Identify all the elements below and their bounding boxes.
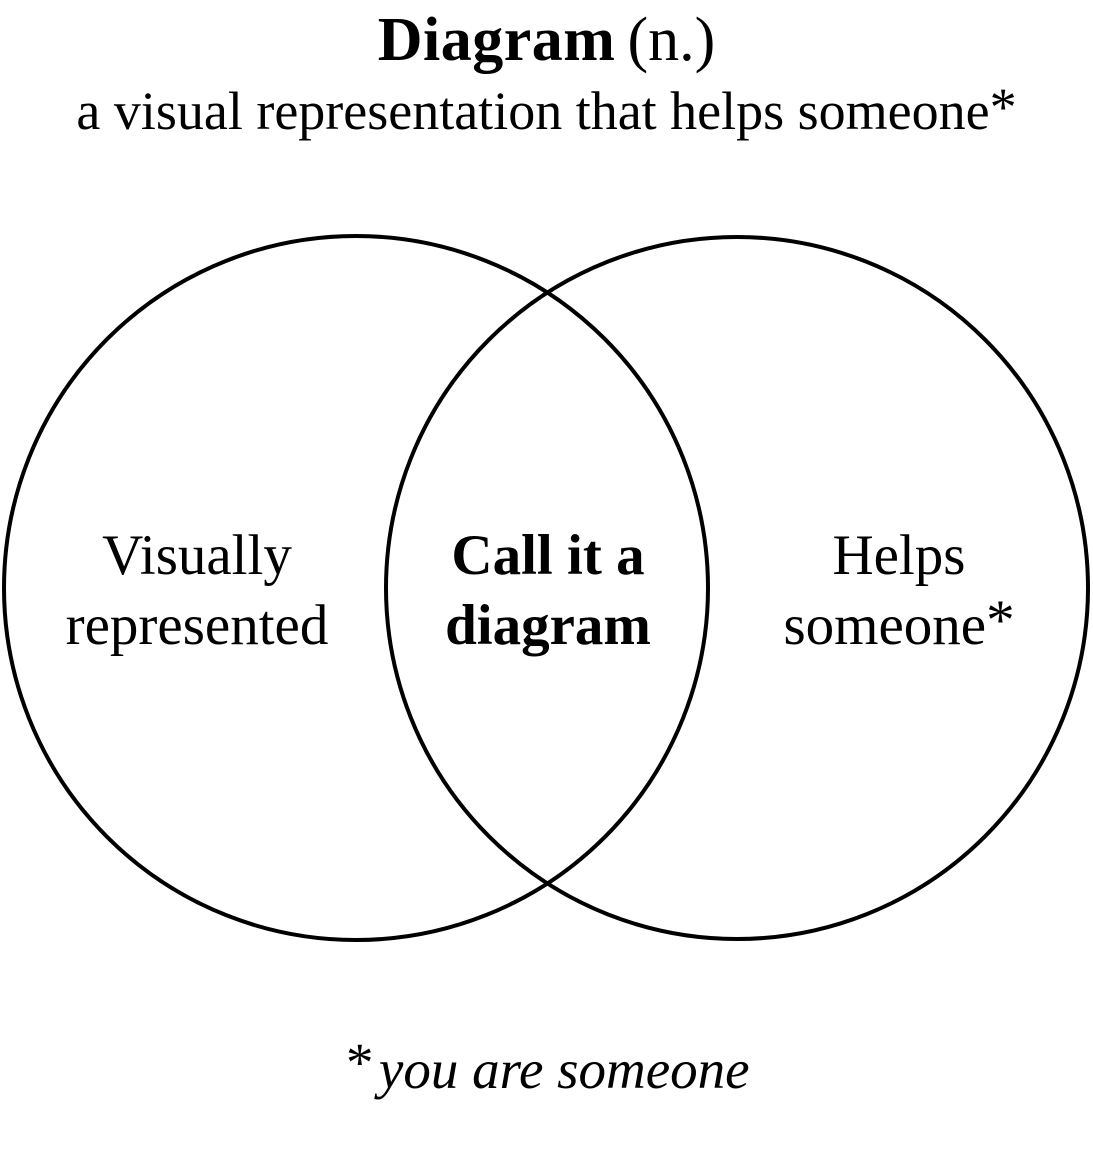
right-region-label: Helps someone*: [734, 521, 1064, 661]
subtitle-text: a visual representation that helps someo…: [76, 81, 990, 141]
left-region-label: Visually represented: [32, 521, 362, 661]
definition-header: Diagram(n.) a visual representation that…: [0, 0, 1093, 142]
left-region-label-line2: represented: [65, 594, 329, 657]
intersection-label-line1: Call it a: [451, 524, 645, 587]
title-word: Diagram: [377, 6, 616, 74]
left-region-label-line1: Visually: [102, 524, 292, 587]
page-title: Diagram(n.): [0, 0, 1093, 80]
intersection-label-line2: diagram: [445, 594, 651, 657]
definition-subtitle: a visual representation that helps someo…: [0, 76, 1093, 142]
footnote-asterisk: *: [343, 1032, 371, 1094]
intersection-label: Call it a diagram: [383, 521, 713, 661]
right-circle: [384, 235, 1090, 941]
footnote-marker: *: [989, 76, 1017, 137]
left-circle: [2, 234, 710, 942]
right-region-label-line1: Helps: [832, 524, 966, 587]
footnote-marker: *: [986, 589, 1015, 653]
right-region-label-line2: someone*: [734, 589, 1064, 661]
footnote-text: you are someone: [378, 1039, 750, 1100]
right-region-label-word: someone: [783, 594, 987, 657]
title-part-of-speech: (n.): [627, 6, 716, 74]
footnote: *you are someone: [0, 1032, 1093, 1104]
